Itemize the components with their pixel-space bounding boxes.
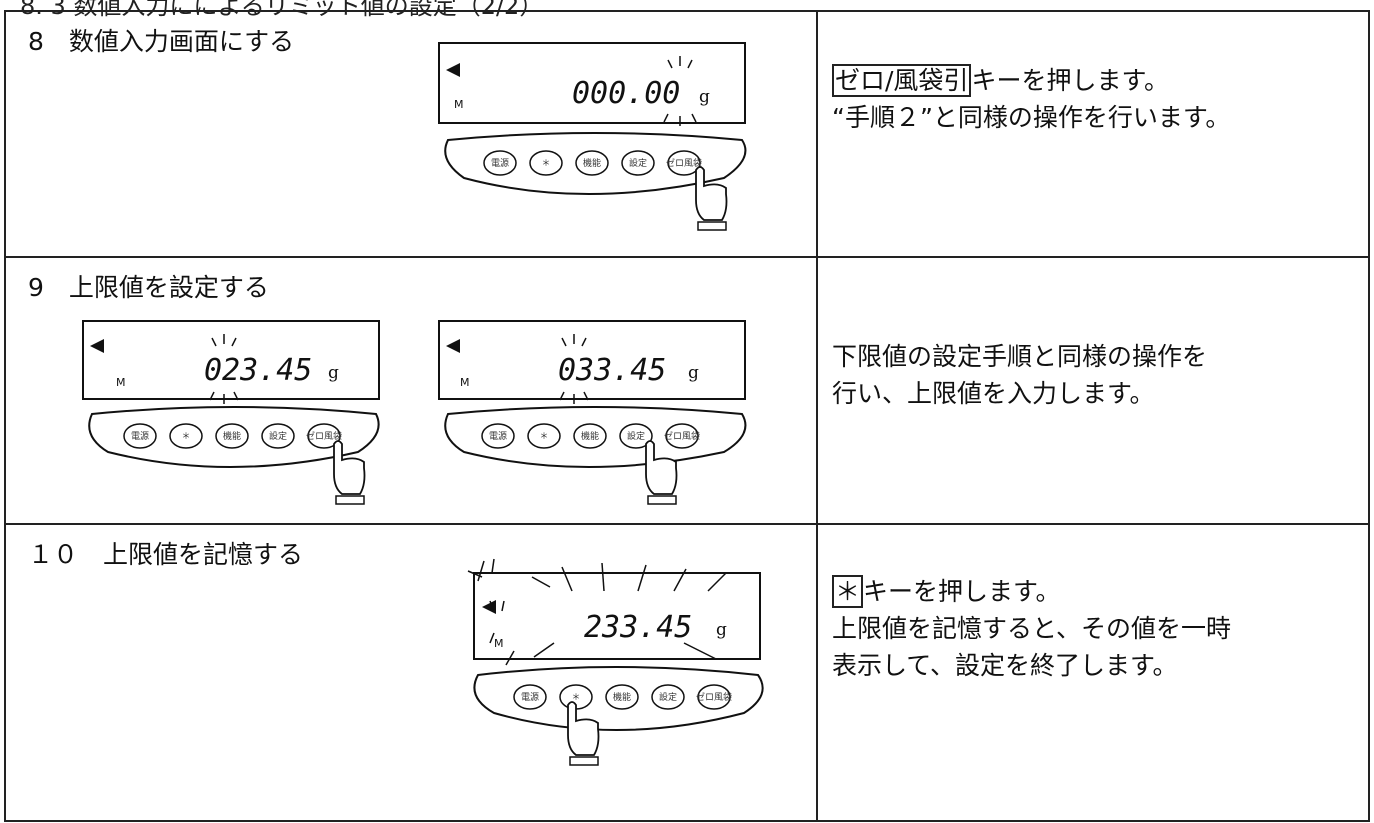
pressing-finger-icon [645, 440, 678, 495]
key-power: 電源 [481, 423, 515, 449]
display-unit: g [328, 363, 339, 383]
svg-text:機能: 機能 [581, 430, 599, 442]
key-panel [444, 132, 747, 195]
key-panel [473, 666, 764, 731]
balance-illustration: M 000.00 g 電源 ＊ 機能 設定 ゼロ風袋 [434, 38, 764, 248]
step-description: ゼロ/風袋引キーを押します。 “手順２”と同様の操作を行います。 [832, 64, 1231, 132]
svg-text:＊: ＊ [181, 432, 190, 442]
svg-text:ゼロ風袋: ゼロ風袋 [306, 430, 342, 442]
svg-text:電源: 電源 [489, 431, 507, 442]
step-illustration-cell: １０ 上限値を記憶する M 233.45 g 電 [4, 523, 818, 822]
svg-text:設定: 設定 [269, 430, 287, 442]
svg-text:電源: 電源 [131, 431, 149, 442]
display-unit: g [688, 363, 699, 383]
key-zero-tare: ゼロ風袋 [306, 423, 342, 449]
key-panel [444, 406, 747, 468]
lcd-display [473, 572, 761, 660]
svg-text:ゼロ風袋: ゼロ風袋 [666, 157, 702, 169]
display-value: 023.45 [204, 353, 312, 388]
step-title: 9 上限値を設定する [28, 273, 269, 302]
step-illustration-cell: 8 数値入力画面にする M 000.00 g 電源 ＊ 機能 設定 [4, 10, 818, 258]
key-asterisk: ＊ [169, 423, 203, 449]
balance-illustration-a: M 023.45 g 電源 ＊ 機能 設定 ゼロ風袋 [78, 316, 388, 516]
balance-illustration: M 233.45 g 電源 ＊ 機能 設定 ゼロ風袋 [454, 551, 784, 791]
svg-text:電源: 電源 [521, 692, 539, 703]
key-setting: 設定 [621, 150, 655, 176]
step-row-8: 8 数値入力画面にする M 000.00 g 電源 ＊ 機能 設定 [4, 10, 1370, 258]
blink-marks-icon [663, 56, 697, 126]
svg-text:＊: ＊ [571, 693, 580, 703]
pressing-finger-icon [695, 166, 728, 221]
svg-text:ゼロ風袋: ゼロ風袋 [696, 691, 732, 703]
step-description: 下限値の設定手順と同様の操作を 行い、上限値を入力します。 [832, 342, 1208, 408]
pressing-finger-icon [333, 440, 366, 495]
key-function: 機能 [215, 423, 249, 449]
display-marker: M [460, 376, 470, 389]
key-asterisk: ＊ [527, 423, 561, 449]
key-power: 電源 [123, 423, 157, 449]
lcd-display [438, 42, 746, 124]
blink-marks-icon [559, 334, 589, 404]
step-title: 8 数値入力画面にする [28, 27, 295, 56]
step-description-cell: ＊キーを押します。 上限値を記憶すると、その値を一時 表示して、設定を終了します… [816, 523, 1370, 822]
svg-text:機能: 機能 [583, 157, 601, 169]
key-asterisk: ＊ [529, 150, 563, 176]
display-marker: M [494, 637, 504, 650]
key-function: 機能 [605, 684, 639, 710]
key-zero-tare: ゼロ風袋 [696, 684, 732, 710]
step-illustration-cell: 9 上限値を設定する M 023.45 g 電源 ＊ 機能 設定 [4, 256, 818, 525]
step-description-cell: 下限値の設定手順と同様の操作を 行い、上限値を入力します。 [816, 256, 1370, 525]
key-setting: 設定 [651, 684, 685, 710]
svg-text:設定: 設定 [629, 157, 647, 169]
step-row-10: １０ 上限値を記憶する M 233.45 g 電 [4, 523, 1370, 822]
display-value: 000.00 [572, 76, 680, 111]
key-power: 電源 [513, 684, 547, 710]
balance-illustration-b: M 033.45 g 電源 ＊ 機能 設定 ゼロ風袋 [434, 316, 764, 516]
stable-indicator-icon [90, 339, 104, 353]
svg-text:機能: 機能 [613, 691, 631, 703]
svg-text:設定: 設定 [627, 430, 645, 442]
key-power: 電源 [483, 150, 517, 176]
blink-marks-icon [467, 558, 727, 666]
stable-indicator-icon [482, 600, 496, 614]
key-function: 機能 [573, 423, 607, 449]
procedure-table: 8 数値入力画面にする M 000.00 g 電源 ＊ 機能 設定 [4, 10, 1370, 822]
stable-indicator-icon [446, 339, 460, 353]
key-label-box: ＊ [832, 575, 864, 608]
key-zero-tare: ゼロ風袋 [666, 150, 702, 176]
lcd-display [438, 320, 746, 400]
step-row-9: 9 上限値を設定する M 023.45 g 電源 ＊ 機能 設定 [4, 256, 1370, 525]
display-unit: g [699, 87, 710, 107]
blink-marks-icon [209, 334, 239, 404]
svg-text:＊: ＊ [539, 432, 548, 442]
key-zero-tare: ゼロ風袋 [664, 423, 700, 449]
display-marker: M [116, 376, 126, 389]
display-value: 033.45 [558, 353, 666, 388]
display-marker: M [454, 98, 464, 111]
key-panel [88, 406, 380, 468]
svg-text:ゼロ風袋: ゼロ風袋 [664, 430, 700, 442]
lcd-display [82, 320, 380, 400]
svg-text:＊: ＊ [541, 159, 550, 169]
key-function: 機能 [575, 150, 609, 176]
key-setting: 設定 [261, 423, 295, 449]
step-description-cell: ゼロ/風袋引キーを押します。 “手順２”と同様の操作を行います。 [816, 10, 1370, 258]
step-description: ＊キーを押します。 上限値を記憶すると、その値を一時 表示して、設定を終了します… [832, 575, 1232, 680]
pressing-finger-icon [567, 701, 600, 756]
stable-indicator-icon [446, 63, 460, 77]
display-value: 233.45 [584, 610, 692, 645]
key-label-box: ゼロ/風袋引 [832, 64, 972, 97]
display-unit: g [716, 620, 727, 640]
svg-text:機能: 機能 [223, 430, 241, 442]
key-setting: 設定 [619, 423, 653, 449]
svg-text:電源: 電源 [491, 158, 509, 169]
svg-text:設定: 設定 [659, 691, 677, 703]
step-title: １０ 上限値を記憶する [28, 540, 304, 569]
